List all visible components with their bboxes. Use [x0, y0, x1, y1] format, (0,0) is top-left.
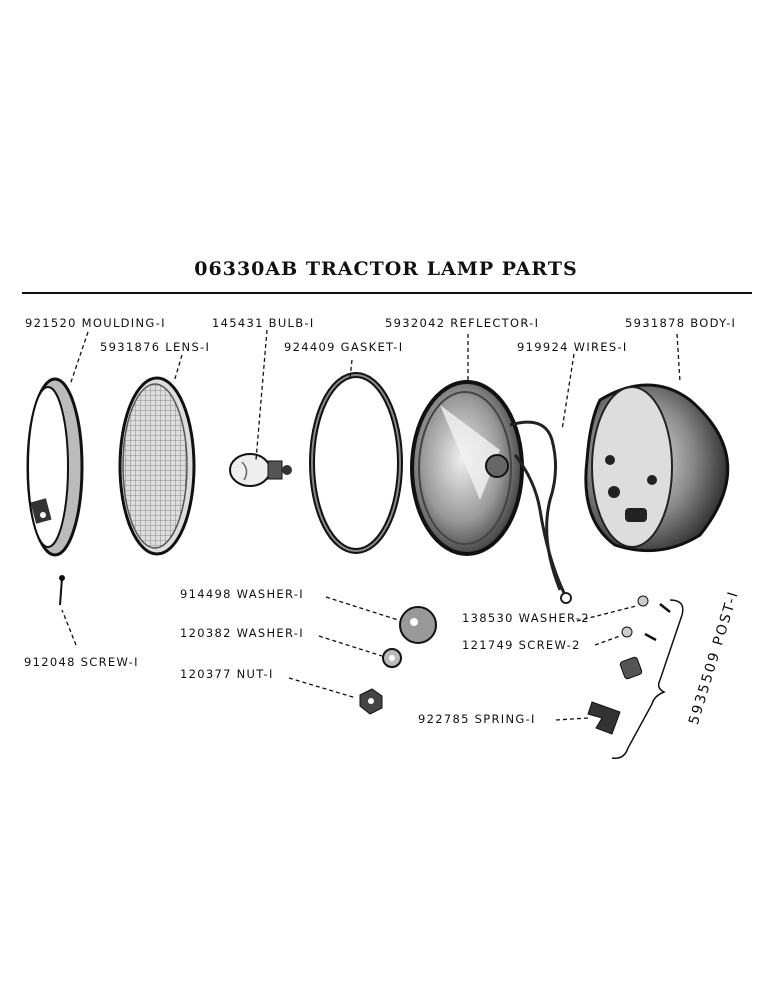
- lamp-body: [584, 383, 730, 553]
- label-moulding: 921520 MOULDING-I: [25, 316, 166, 330]
- label-bulb: 145431 BULB-I: [212, 316, 315, 330]
- nut-120377: [359, 688, 383, 715]
- label-screw-121749: 121749 SCREW-2: [462, 638, 581, 652]
- label-body: 5931878 BODY-I: [625, 316, 737, 330]
- reflector: [410, 380, 524, 556]
- label-spring-922785: 922785 SPRING-I: [418, 712, 536, 726]
- washer-138530: [621, 595, 649, 638]
- title-rule: [22, 292, 752, 294]
- post-bracket: [611, 599, 684, 760]
- label-gasket: 924409 GASKET-I: [284, 340, 404, 354]
- gasket: [309, 372, 403, 554]
- bulb: [229, 453, 292, 487]
- screw-912048: [59, 575, 65, 606]
- moulding-ring: [26, 377, 84, 557]
- label-nut-120377: 120377 NUT-I: [180, 667, 274, 681]
- spring-922785: [587, 701, 621, 735]
- post-body: [619, 656, 643, 680]
- label-lens: 5931876 LENS-I: [100, 340, 211, 354]
- label-washer-138530: 138530 WASHER-2: [462, 611, 590, 625]
- label-washer-120382: 120382 WASHER-I: [180, 626, 304, 640]
- label-washer-914498: 914498 WASHER-I: [180, 587, 304, 601]
- screw-121749: [644, 603, 671, 642]
- label-reflector: 5932042 REFLECTOR-I: [385, 316, 540, 330]
- diagram-title: 06330AB TRACTOR LAMP PARTS: [194, 258, 578, 280]
- leader-lines: [61, 329, 681, 721]
- label-screw-912048: 912048 SCREW-I: [24, 655, 139, 669]
- label-wires: 919924 WIRES-I: [517, 340, 628, 354]
- washer-120382: [382, 648, 402, 668]
- washer-914498: [399, 606, 437, 644]
- lens: [118, 376, 196, 556]
- wires: [509, 420, 572, 604]
